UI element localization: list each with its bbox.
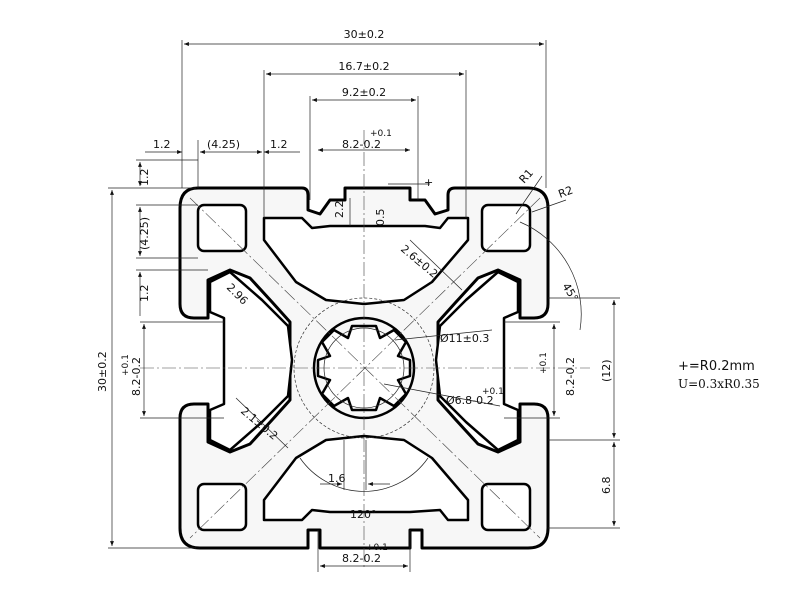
dim-right-slot-main: 8.2-0.2 (564, 357, 577, 396)
legend-line-2: U=0.3xR0.35 (678, 377, 760, 391)
dim-left-depth: (4.25) (138, 217, 151, 250)
legend-line-1: +=R0.2mm (678, 359, 755, 374)
dim-lip-height: 2.2 (333, 201, 346, 219)
bottom-dimensions: 1.6 120° +0.1 8.2-0.2 (299, 440, 429, 572)
dim-bore-diameter: Ø6.8-0.2 (446, 394, 494, 407)
dim-lip-width-right: 1.2 (270, 138, 288, 151)
dim-left-slot-plus: +0.1 (121, 354, 131, 376)
dim-left-slot-main: 8.2-0.2 (130, 357, 143, 396)
dim-right-slot-plus: +0.1 (539, 352, 549, 374)
dim-slot-opening-main: 8.2-0.2 (342, 138, 381, 151)
dim-bottom-gap: 1.6 (328, 472, 346, 485)
dim-overall-height: 30±0.2 (96, 351, 109, 392)
dim-slot-inner-width: 9.2±0.2 (342, 86, 386, 99)
dim-radius-1: R1 (517, 166, 536, 186)
dim-angle-120: 120° (350, 508, 377, 521)
dim-right-small: 6.8 (600, 477, 613, 495)
dim-left-lip-bottom: 1.2 (138, 285, 151, 303)
dim-angle-45: 45° (559, 281, 580, 304)
dim-slot-outer-width: 16.7±0.2 (338, 60, 389, 73)
dim-core-diameter: Ø11±0.3 (440, 332, 489, 345)
center-lines (140, 130, 590, 570)
dim-lip-step: 0.5 (374, 209, 387, 227)
left-dimensions: 30±0.2 1.2 (4.25) 1.2 +0.1 8.2-0.2 (96, 159, 224, 549)
right-dimensions: +0.1 8.2-0.2 (12) 6.8 (504, 297, 620, 529)
top-dimensions: 30±0.2 16.7±0.2 9.2±0.2 1.2 (4.25) 1.2 +… (145, 28, 547, 227)
dim-slot-depth-label: (4.25) (207, 138, 240, 151)
dim-bore-plus: +0.1 (482, 387, 504, 397)
dim-radius-2: R2 (557, 184, 575, 201)
symbol-plus-top: + (424, 176, 433, 189)
dim-bottom-slot-main: 8.2-0.2 (342, 552, 381, 565)
dim-lip-width-left: 1.2 (153, 138, 171, 151)
dim-bottom-slot-plus: +0.1 (366, 543, 388, 553)
tolerance-legend: +=R0.2mm U=0.3xR0.35 (678, 359, 760, 391)
dim-overall-width: 30±0.2 (344, 28, 385, 41)
dim-right-span: (12) (600, 359, 613, 382)
dim-slot-opening-plus: +0.1 (370, 129, 392, 139)
dim-left-lip-top: 1.2 (138, 169, 151, 187)
